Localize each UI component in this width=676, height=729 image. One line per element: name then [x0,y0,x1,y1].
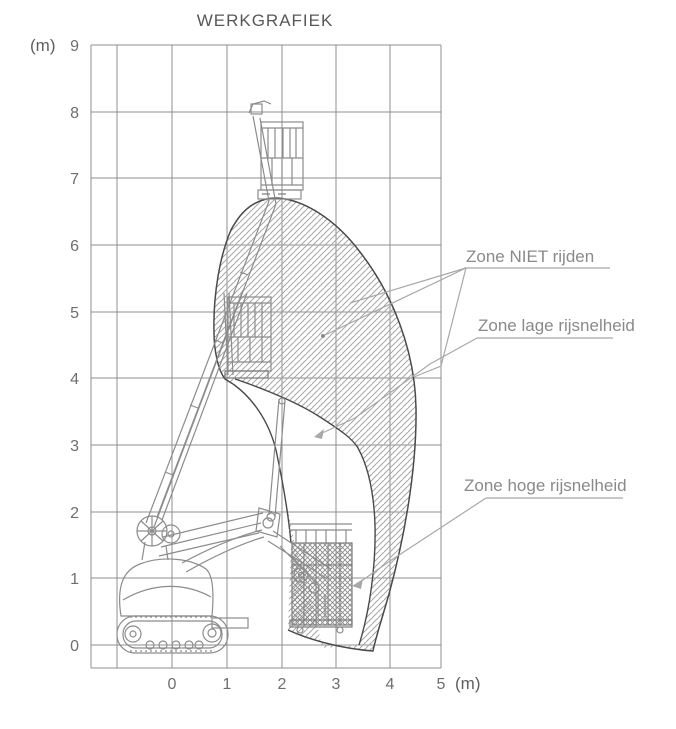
machine-basket-low-rail [289,523,352,634]
machine-basket-top [257,121,304,200]
x-tick: 4 [386,676,395,693]
y-tick: 1 [70,571,79,588]
machine-track [116,615,229,654]
zone-areas [213,197,417,652]
machine-basket-mid [223,292,272,379]
x-axis-unit: (m) [455,674,480,693]
x-tick: 0 [168,676,177,693]
machine-lower-arms [158,507,281,573]
y-tick: 5 [70,305,79,322]
y-tick: 6 [70,238,79,255]
y-tick: 2 [70,505,79,522]
y-axis-unit: (m) [30,36,55,55]
y-tick: 9 [70,38,79,55]
x-tick: 2 [278,676,287,693]
x-axis-ticks: 0 1 2 3 4 5 [168,676,446,693]
y-tick: 7 [70,171,79,188]
zone-niet-rijden-outline [239,197,417,652]
y-axis-ticks: 9 8 7 6 5 4 3 2 1 0 [70,38,79,655]
leader-lage-rijsnelheid [314,337,613,439]
diagram-title: WERKGRAFIEK [197,11,334,30]
zone-niet-rijden-label: Zone NIET rijden [466,247,594,266]
y-tick: 3 [70,438,79,455]
machine-pivot-joint [136,515,181,547]
machine-main-boom [145,100,277,528]
zone-hoge-rijsnelheid-label: Zone hoge rijsnelheid [464,476,627,495]
y-tick: 0 [70,638,79,655]
annotation-leaders [314,267,623,589]
x-tick: 3 [332,676,341,693]
y-tick: 8 [70,105,79,122]
zone-lage-rijsnelheid-label: Zone lage rijsnelheid [478,316,635,335]
zone-niet-rijden-area [213,198,417,651]
leader-niet-rijden [321,267,610,378]
leader-hoge-rijsnelheid [352,497,623,589]
zone-lage-rijsnelheid-outer-arc [234,378,376,646]
x-tick: 5 [437,676,446,693]
machine-illustration [116,100,352,654]
machine-arm-to-low-basket [267,530,332,618]
machine-body [118,541,249,629]
machine-link-arm [266,397,286,522]
zone-hoge-rijsnelheid-area [289,542,353,628]
y-tick: 4 [70,371,79,388]
zone-lage-rijsnelheid-inner-arc [232,383,292,544]
zone-niet-rijden-outline-left [213,215,241,385]
x-tick: 1 [223,676,232,693]
